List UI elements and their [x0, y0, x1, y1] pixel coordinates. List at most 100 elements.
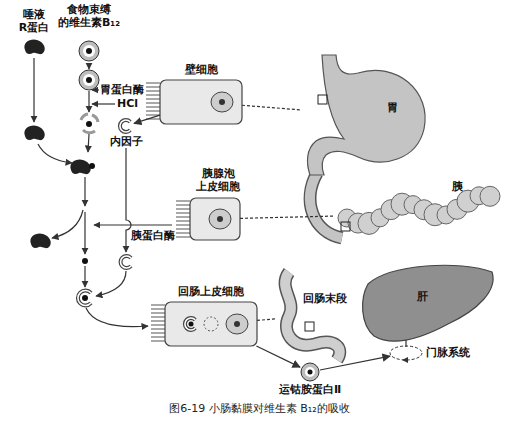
if-b12-complex: [78, 291, 91, 306]
food-b12-ring: [79, 70, 99, 90]
stomach-shape: [308, 55, 426, 175]
node-outline: [22, 38, 46, 56]
dashed-link: [257, 319, 275, 320]
if-shape: [121, 256, 131, 268]
ileum-outline: [285, 272, 340, 360]
node-outline: [300, 362, 320, 382]
acinar-cell: 胰腺泡 上皮细胞: [190, 198, 240, 240]
node-label: 唾液 R蛋白: [12, 8, 56, 34]
if-shape: [120, 120, 130, 132]
pathway-arrow: [256, 346, 300, 367]
r-protein: [70, 159, 90, 174]
b12-dot: [82, 295, 88, 301]
node-label: 内因子: [110, 135, 143, 148]
nucleus: [211, 92, 233, 112]
pathway-arrow: [88, 134, 89, 152]
pancreas: 胰: [335, 178, 500, 250]
microvillus: [146, 91, 160, 92]
node-label: 胰腺泡 上皮细胞: [190, 167, 246, 193]
liver-shape: [363, 265, 493, 341]
transport-vesicle: [204, 317, 218, 331]
microvillus: [146, 119, 160, 120]
microvilli: [151, 305, 165, 341]
nucleolus: [217, 216, 223, 222]
microvillus: [151, 309, 165, 310]
microvillus: [146, 107, 160, 108]
r-protein: [30, 233, 50, 248]
if-shape: [185, 318, 195, 330]
microvillus: [176, 209, 190, 210]
r-protein: [24, 125, 44, 140]
node-outline: [165, 302, 257, 346]
b12-dot: [308, 370, 313, 375]
shell-fragments: [81, 114, 98, 133]
node-label: 食物束缚 的维生素B₁₂: [54, 3, 124, 29]
microvillus: [151, 325, 165, 326]
nucleus: [209, 209, 231, 229]
node-label: 胰: [452, 180, 463, 193]
pancreas-lobules: [338, 186, 500, 234]
microvillus: [151, 337, 165, 338]
microvillus: [146, 87, 160, 88]
microvillus: [176, 217, 190, 218]
pathway-arrow: [88, 63, 89, 69]
microvilli: [176, 201, 190, 237]
b12-dot: [82, 258, 88, 264]
dashed-link: [242, 105, 300, 110]
microvillus: [146, 83, 160, 84]
microvillus: [176, 213, 190, 214]
r-protein-shape: [24, 39, 44, 54]
microvillus: [146, 99, 160, 100]
node-label: 门脉系统: [426, 346, 470, 359]
pathway-arrow: [320, 356, 390, 370]
duodenum-outline: [310, 173, 342, 238]
detail-marker: [341, 222, 350, 231]
if-shape-inner: [121, 256, 131, 268]
enzyme-arrow: [94, 224, 172, 225]
microvillus: [151, 333, 165, 334]
dashed-link: [240, 216, 335, 218]
pathway-arrow: [33, 58, 34, 122]
microvillus: [176, 229, 190, 230]
b12-dot: [86, 48, 92, 54]
microvilli: [146, 83, 160, 119]
cell-body: [160, 80, 242, 124]
node-outline: [300, 55, 430, 175]
node-outline: [390, 346, 422, 360]
liver: 肝: [360, 262, 495, 347]
node-outline: [335, 178, 500, 250]
portal-loop: [390, 346, 422, 360]
pathway-arrow: [126, 148, 131, 252]
intrinsic-factor: 内因子: [118, 118, 134, 134]
b12-dot: [86, 77, 92, 83]
node-label: 肝: [417, 290, 428, 303]
microvillus: [146, 111, 160, 112]
portal-system: 门脉系统: [390, 346, 422, 360]
node-outline: [190, 198, 240, 240]
cell-body: [165, 302, 257, 346]
microvillus: [151, 317, 165, 318]
duodenum: [310, 173, 342, 238]
b12-dot: [86, 121, 92, 127]
node-outline: [160, 80, 242, 124]
portal-arrowhead: [402, 357, 408, 363]
food-b12-ring: [79, 41, 99, 61]
microvillus: [146, 103, 160, 104]
microvillus: [176, 221, 190, 222]
detail-marker: [318, 95, 327, 104]
enzyme-label: HCl: [117, 97, 138, 110]
detail-marker: [305, 322, 314, 331]
microvillus: [176, 233, 190, 234]
node-outline: [360, 262, 495, 347]
microvillus: [176, 225, 190, 226]
pathway-arrow: [96, 271, 126, 296]
pathway-arrow: [134, 115, 160, 123]
node-label: 回肠上皮细胞: [178, 285, 244, 298]
enzyme-label: 胰蛋白酶: [131, 229, 175, 242]
acid-arrow: [92, 103, 115, 104]
pathway-arrow: [88, 91, 89, 112]
pathway-arrow: [84, 266, 85, 287]
pathway-arrow: [84, 177, 85, 206]
food-bound-b12: 食物束缚 的维生素B₁₂: [78, 40, 100, 62]
